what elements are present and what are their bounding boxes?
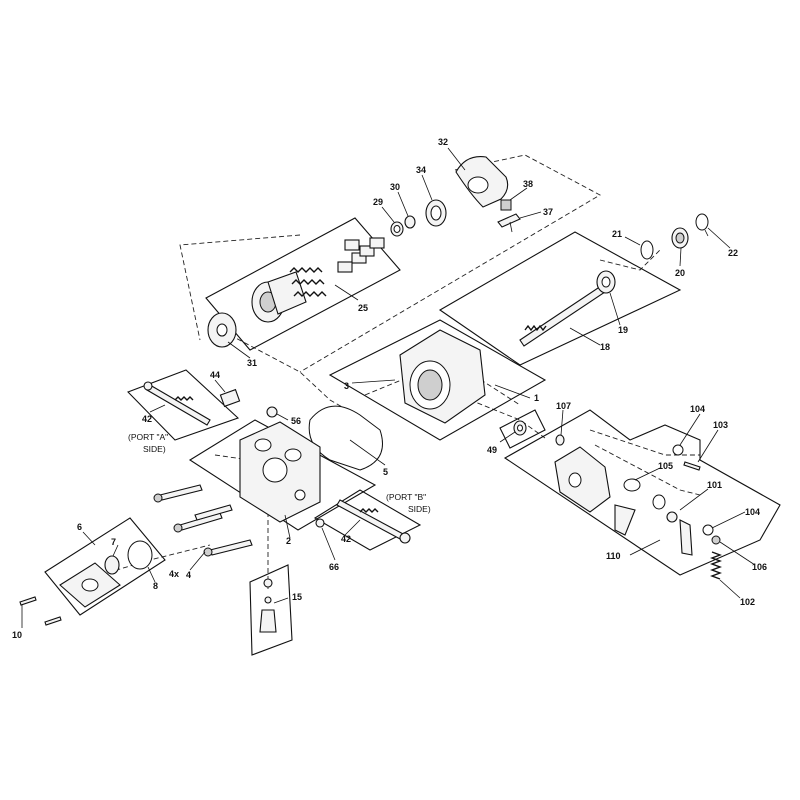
callout-44: 44 bbox=[210, 370, 220, 380]
frame-15-check-valve bbox=[249, 564, 293, 656]
part-6-end-cover bbox=[59, 562, 121, 608]
port-notes: (PORT "A" SIDE) (PORT "B" SIDE) bbox=[128, 432, 431, 514]
callout-42b: 42 bbox=[341, 534, 351, 544]
callout-105: 105 bbox=[658, 461, 673, 471]
callout-37: 37 bbox=[543, 207, 553, 217]
part-31-plate bbox=[207, 312, 237, 348]
callout-6: 6 bbox=[77, 522, 82, 532]
part-2-center-section bbox=[239, 421, 321, 523]
part-1-housing bbox=[399, 329, 486, 424]
sub-assembly-frames bbox=[44, 217, 781, 656]
part-8-o-ring bbox=[127, 540, 153, 570]
callout-labels: 32 34 30 29 38 37 25 31 18 19 21 20 22 3… bbox=[12, 137, 767, 640]
callout-107: 107 bbox=[556, 401, 571, 411]
callout-3: 3 bbox=[344, 381, 349, 391]
part-22-snap-ring bbox=[695, 213, 709, 231]
callout-106: 106 bbox=[752, 562, 767, 572]
frame-42a-port-a bbox=[127, 369, 240, 441]
frame-6-end-cover bbox=[44, 517, 166, 616]
frame-1-housing bbox=[328, 319, 547, 441]
callout-34: 34 bbox=[416, 165, 426, 175]
part-7-bearing bbox=[104, 555, 120, 575]
callout-110: 110 bbox=[606, 551, 621, 561]
part-44-label bbox=[219, 388, 241, 408]
part-42b-relief-valve bbox=[336, 499, 411, 544]
callout-38: 38 bbox=[523, 179, 533, 189]
part-25-cylinder-block bbox=[251, 237, 385, 323]
callout-4x: 4x bbox=[169, 569, 179, 579]
callout-10: 10 bbox=[12, 630, 22, 640]
callout-5: 5 bbox=[383, 467, 388, 477]
callout-49: 49 bbox=[487, 445, 497, 455]
port-a-note-line1: (PORT "A" bbox=[128, 432, 168, 442]
part-15-check-valve bbox=[259, 578, 277, 633]
callout-21: 21 bbox=[612, 229, 622, 239]
callout-1: 1 bbox=[534, 393, 539, 403]
callout-30: 30 bbox=[390, 182, 400, 192]
frame-49-seal bbox=[499, 409, 546, 449]
part-101-arm bbox=[614, 504, 693, 556]
port-a-note-line2: SIDE) bbox=[143, 444, 166, 454]
part-38-block bbox=[500, 199, 512, 211]
part-32-swashplate bbox=[455, 156, 509, 208]
callout-22: 22 bbox=[728, 248, 738, 258]
part-103-104-hardware bbox=[672, 444, 714, 536]
port-b-note-line1: (PORT "B" bbox=[386, 492, 426, 502]
part-29-bearing bbox=[390, 221, 404, 237]
callout-56: 56 bbox=[291, 416, 301, 426]
callout-32: 32 bbox=[438, 137, 448, 147]
part-4-bolts bbox=[153, 484, 253, 557]
callout-103: 103 bbox=[713, 420, 728, 430]
callout-101: 101 bbox=[707, 480, 722, 490]
callout-66: 66 bbox=[329, 562, 339, 572]
alignment-lines bbox=[99, 154, 701, 590]
part-102-spring bbox=[710, 551, 722, 580]
callout-42a: 42 bbox=[142, 414, 152, 424]
callout-20: 20 bbox=[675, 268, 685, 278]
frame-18-shaft bbox=[438, 231, 682, 366]
part-110-control-linkage bbox=[554, 446, 611, 513]
callout-4: 4 bbox=[186, 570, 191, 580]
callout-8: 8 bbox=[153, 581, 158, 591]
frame-110-control-linkage bbox=[503, 409, 781, 576]
frame-42b-port-b bbox=[313, 489, 422, 551]
callout-2: 2 bbox=[286, 536, 291, 546]
part-20-bearing bbox=[671, 227, 689, 249]
part-105-washers bbox=[623, 478, 666, 510]
part-30-washer bbox=[404, 215, 416, 229]
part-10-screws bbox=[19, 596, 62, 626]
part-19-bearing bbox=[596, 270, 616, 294]
callout-7: 7 bbox=[111, 537, 116, 547]
port-b-note-line2: SIDE) bbox=[408, 504, 431, 514]
part-106-nut bbox=[711, 535, 721, 545]
callout-29: 29 bbox=[373, 197, 383, 207]
callout-19: 19 bbox=[618, 325, 628, 335]
callout-25: 25 bbox=[358, 303, 368, 313]
part-21-ring bbox=[640, 240, 654, 260]
callout-104a: 104 bbox=[690, 404, 705, 414]
part-49-seal bbox=[513, 420, 527, 436]
part-56-plug bbox=[266, 406, 278, 418]
callout-104b: 104 bbox=[745, 507, 760, 517]
part-37-pin bbox=[497, 213, 521, 233]
part-42a-relief-valve bbox=[143, 381, 211, 426]
part-34-bearing bbox=[425, 199, 447, 227]
leader-lines bbox=[21, 147, 756, 628]
callout-31: 31 bbox=[247, 358, 257, 368]
callout-18: 18 bbox=[600, 342, 610, 352]
callout-15: 15 bbox=[292, 592, 302, 602]
part-66-fitting bbox=[315, 518, 325, 528]
callout-102: 102 bbox=[740, 597, 755, 607]
part-107-plug bbox=[555, 434, 565, 446]
